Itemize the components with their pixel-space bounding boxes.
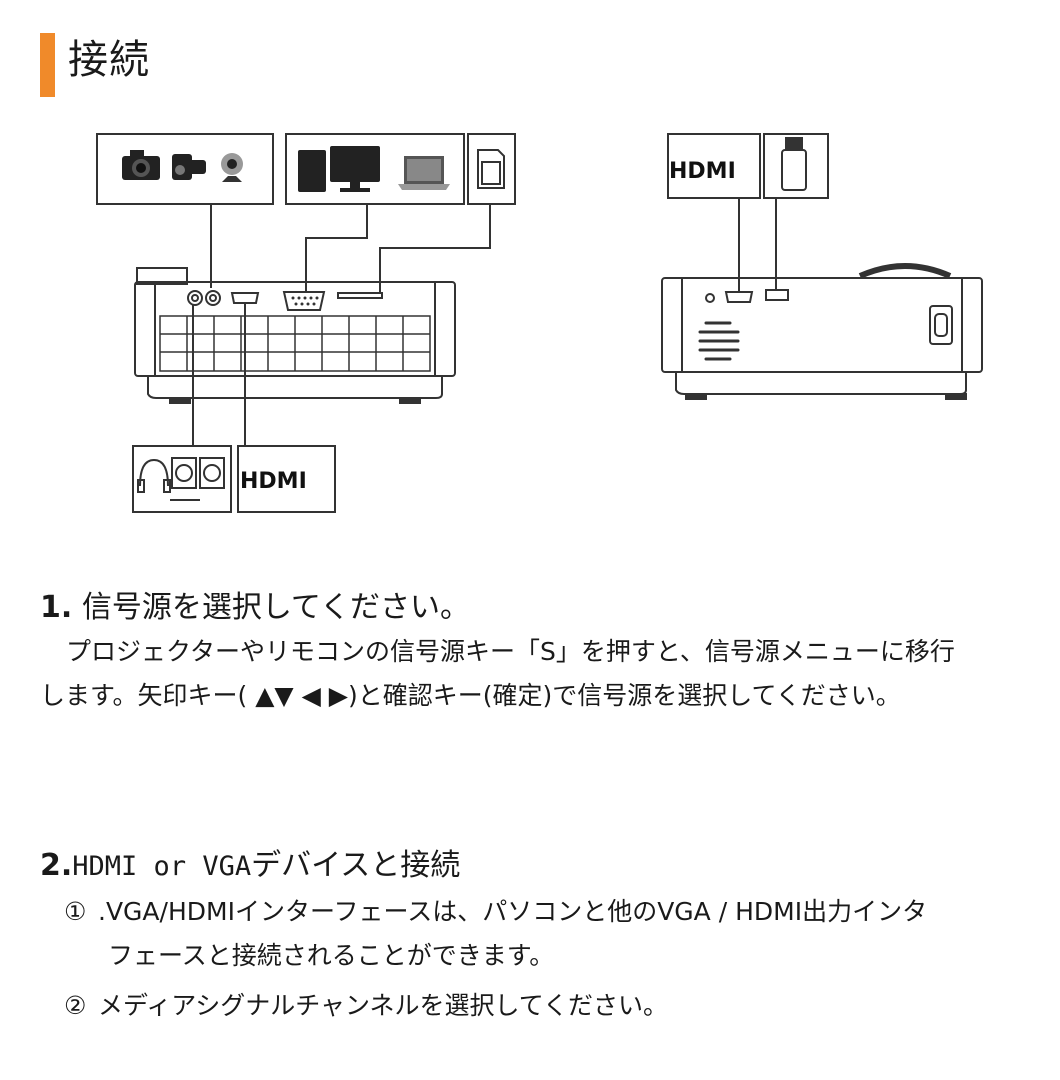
webcam-icon: [221, 153, 243, 182]
speaker-icon: [170, 457, 225, 501]
av-device-box: [96, 133, 274, 205]
camcorder-icon: [172, 154, 206, 180]
section2-list: ①.VGA/HDMIインターフェースは、パソコンと他のVGA / HDMI出力イ…: [64, 890, 1024, 1034]
hdmi-logo-icon: HDMI: [240, 469, 307, 494]
sd-card-icon: [477, 149, 505, 189]
section1-heading: 1. 信号源を選択してください。: [40, 590, 471, 625]
sd-card-box: [467, 133, 516, 205]
hdmi-logo-icon: HDMI: [669, 159, 736, 184]
page-title: 接続: [68, 37, 150, 83]
projector-front-view: [134, 267, 456, 404]
headphone-icon: [137, 458, 171, 493]
list-item: ①.VGA/HDMIインターフェースは、パソコンと他のVGA / HDMI出力イ…: [64, 897, 928, 970]
connection-diagram: HDMI HDMI: [96, 133, 983, 513]
usb-drive-icon: [781, 137, 807, 191]
svg-text:HDMI: HDMI: [240, 469, 307, 494]
section1-body: プロジェクターやリモコンの信号源キー「S」を押すと、信号源メニューに移行します。…: [40, 637, 955, 710]
laptop-icon: [398, 156, 450, 190]
audio-out-box: [132, 445, 232, 513]
hdmi-out-box: [237, 445, 336, 513]
hdmi-in-box: [667, 133, 761, 199]
usb-box: [763, 133, 829, 199]
section2-heading: 2.HDMI or VGAデバイスと接続: [40, 848, 461, 883]
svg-text:HDMI: HDMI: [669, 159, 736, 184]
pc-device-box: [285, 133, 465, 205]
camera-icon: [122, 150, 160, 180]
projector-rear-view: [661, 263, 983, 400]
title-accent-bar: [40, 33, 55, 97]
desktop-pc-icon: [298, 146, 380, 192]
